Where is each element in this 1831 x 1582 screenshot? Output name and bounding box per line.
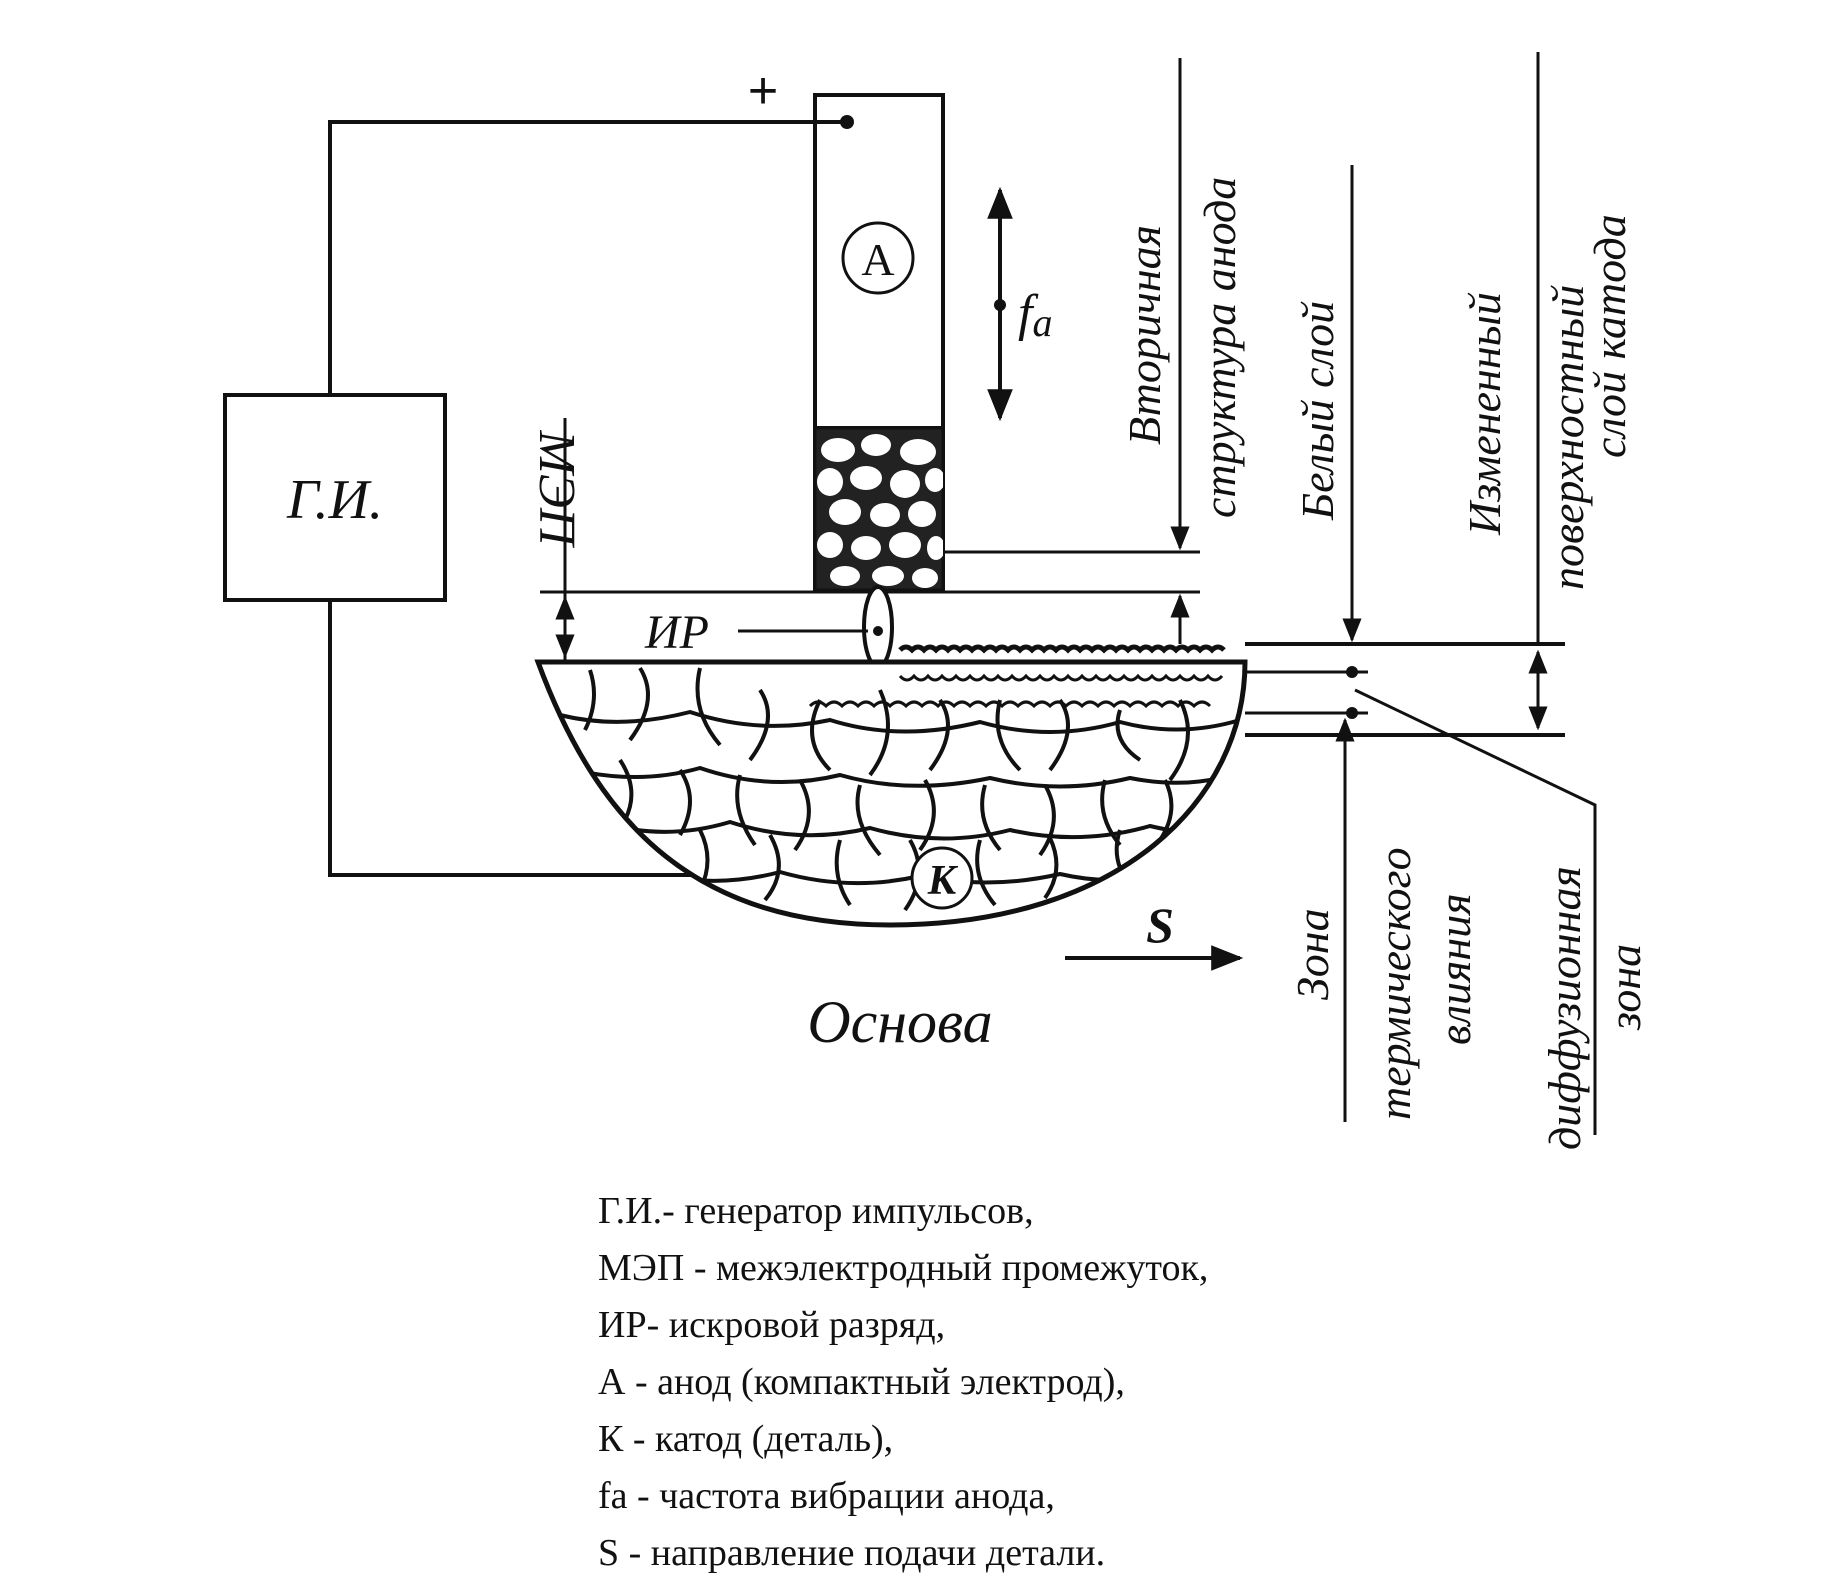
anode-label: А bbox=[861, 234, 894, 285]
anode-terminal-dot bbox=[840, 115, 854, 129]
spark-label: ИР bbox=[644, 606, 709, 659]
diffusion-zone-label-1: диффузионная bbox=[1539, 866, 1590, 1150]
wire-positive bbox=[328, 120, 847, 395]
cathode-label: К bbox=[927, 858, 959, 904]
cathode-marker bbox=[910, 846, 974, 910]
base-label: Основа bbox=[807, 989, 992, 1055]
secondary-structure-label-2: структура анода bbox=[1194, 177, 1245, 518]
generator-label: Г.И. bbox=[286, 469, 383, 531]
heat-zone-label-1: Зона bbox=[1287, 908, 1338, 1000]
heat-zone-label-2: термического bbox=[1369, 847, 1420, 1120]
diffusion-zone-leader bbox=[1354, 688, 1597, 1135]
diffusion-zone-label-2: зона bbox=[1599, 944, 1650, 1031]
legend-item: К - катод (деталь), bbox=[598, 1418, 894, 1460]
cathode-workpiece: К bbox=[534, 644, 1248, 928]
legend-item: МЭП - межэлектродный промежуток, bbox=[598, 1247, 1209, 1289]
anode-grain-structure bbox=[815, 428, 943, 590]
white-layer-dot bbox=[1346, 666, 1358, 678]
heat-zone-dot bbox=[1346, 707, 1358, 719]
legend: Г.И.- генератор импульсов, МЭП - межэлек… bbox=[598, 1183, 1208, 1582]
vibration-center-dot bbox=[994, 299, 1006, 311]
modified-layer-label-3: слой катода bbox=[1584, 214, 1635, 458]
modified-layer-label-2: поверхностный bbox=[1542, 285, 1593, 590]
gap-label: МЭП bbox=[528, 430, 585, 549]
secondary-structure-label-1: Вторичная bbox=[1119, 225, 1170, 445]
modified-layer-label-1: Измененный bbox=[1459, 292, 1510, 536]
electrospark-diagram: Г.И. + А fa МЭП ИР bbox=[223, 52, 1650, 1150]
heat-zone-label-3: влияния bbox=[1429, 893, 1480, 1045]
spark-dot bbox=[873, 626, 883, 636]
legend-item: Г.И.- генератор импульсов, bbox=[598, 1190, 1034, 1232]
legend-item: S - направление подачи детали. bbox=[598, 1532, 1106, 1574]
heat-zone-wave bbox=[808, 700, 1212, 709]
white-layer-label: Белый слой bbox=[1292, 301, 1343, 521]
plus-sign: + bbox=[748, 62, 778, 120]
frequency-label: fa bbox=[1018, 285, 1052, 345]
legend-item: fa - частота вибрации анода, bbox=[598, 1475, 1055, 1517]
legend-item: А - анод (компактный электрод), bbox=[598, 1361, 1125, 1403]
modified-layer-wave bbox=[898, 673, 1224, 682]
generator-box bbox=[223, 393, 447, 602]
feed-direction-label: S bbox=[1146, 897, 1174, 953]
legend-item: ИР- искровой разряд, bbox=[598, 1304, 946, 1346]
wire-negative bbox=[328, 600, 747, 877]
white-layer-surface bbox=[898, 644, 1226, 654]
anode-marker bbox=[841, 221, 915, 295]
